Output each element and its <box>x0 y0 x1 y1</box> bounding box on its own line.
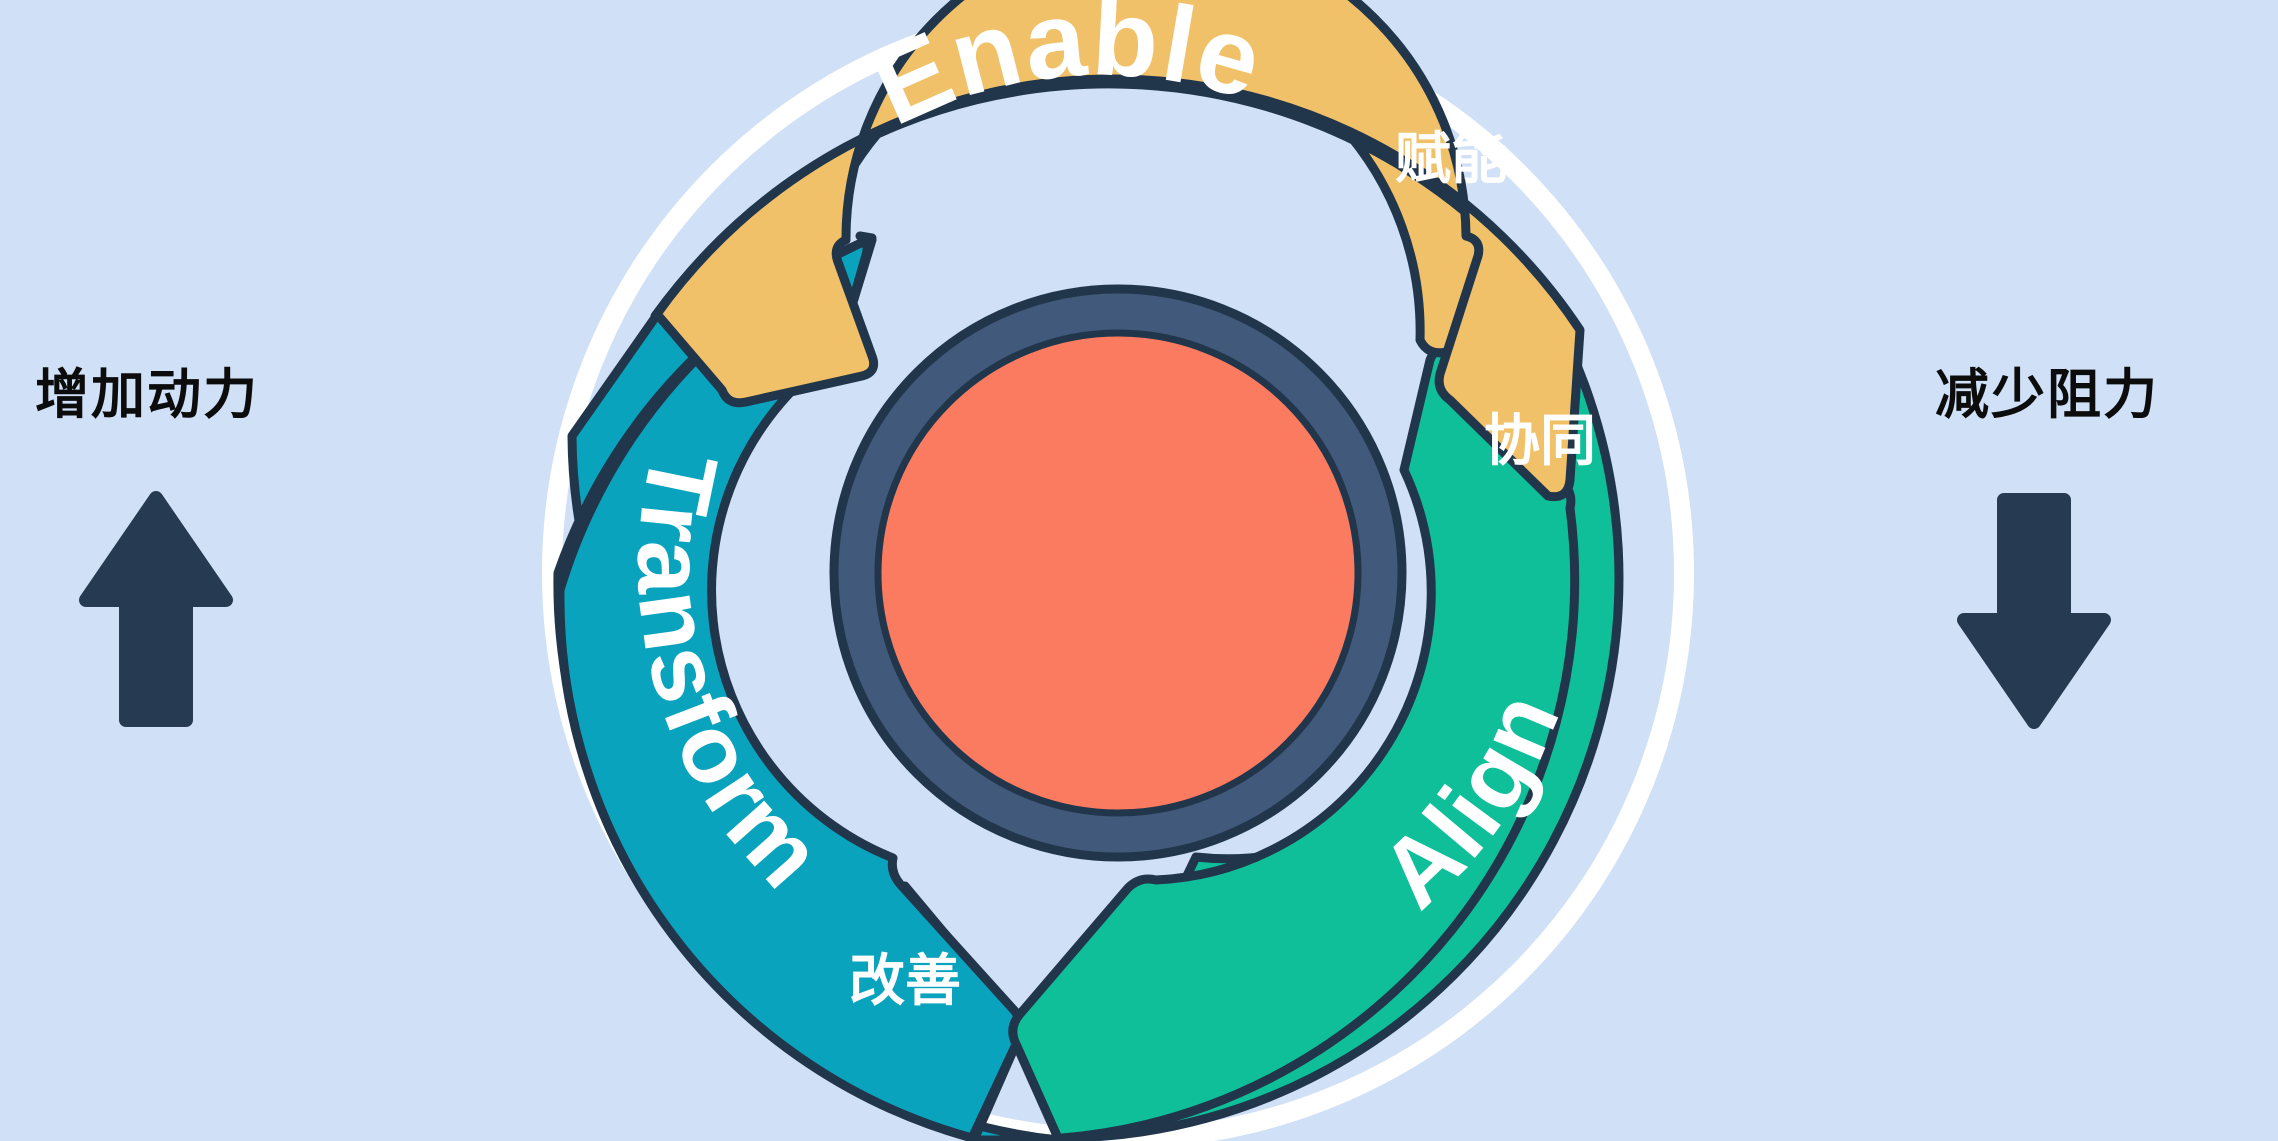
segment-label-enable-text: Enable <box>855 0 1275 148</box>
segment-sublabel-align: 协同 <box>1484 409 1596 472</box>
increase-force-arrow-icon <box>79 491 233 727</box>
increase-force-label: 增加动力 <box>35 365 259 425</box>
segment-sublabel-enable: 赋能 <box>1395 127 1507 190</box>
reduce-resistance-arrow-icon <box>1957 493 2111 729</box>
segment-label-enable: Enable <box>855 0 1277 148</box>
segment-enable-body[interactable] <box>652 0 1585 502</box>
segment-sublabel-transform: 改善 <box>849 949 961 1012</box>
reduce-resistance-label: 减少阻力 <box>1935 365 2159 425</box>
hub-core <box>874 329 1362 817</box>
